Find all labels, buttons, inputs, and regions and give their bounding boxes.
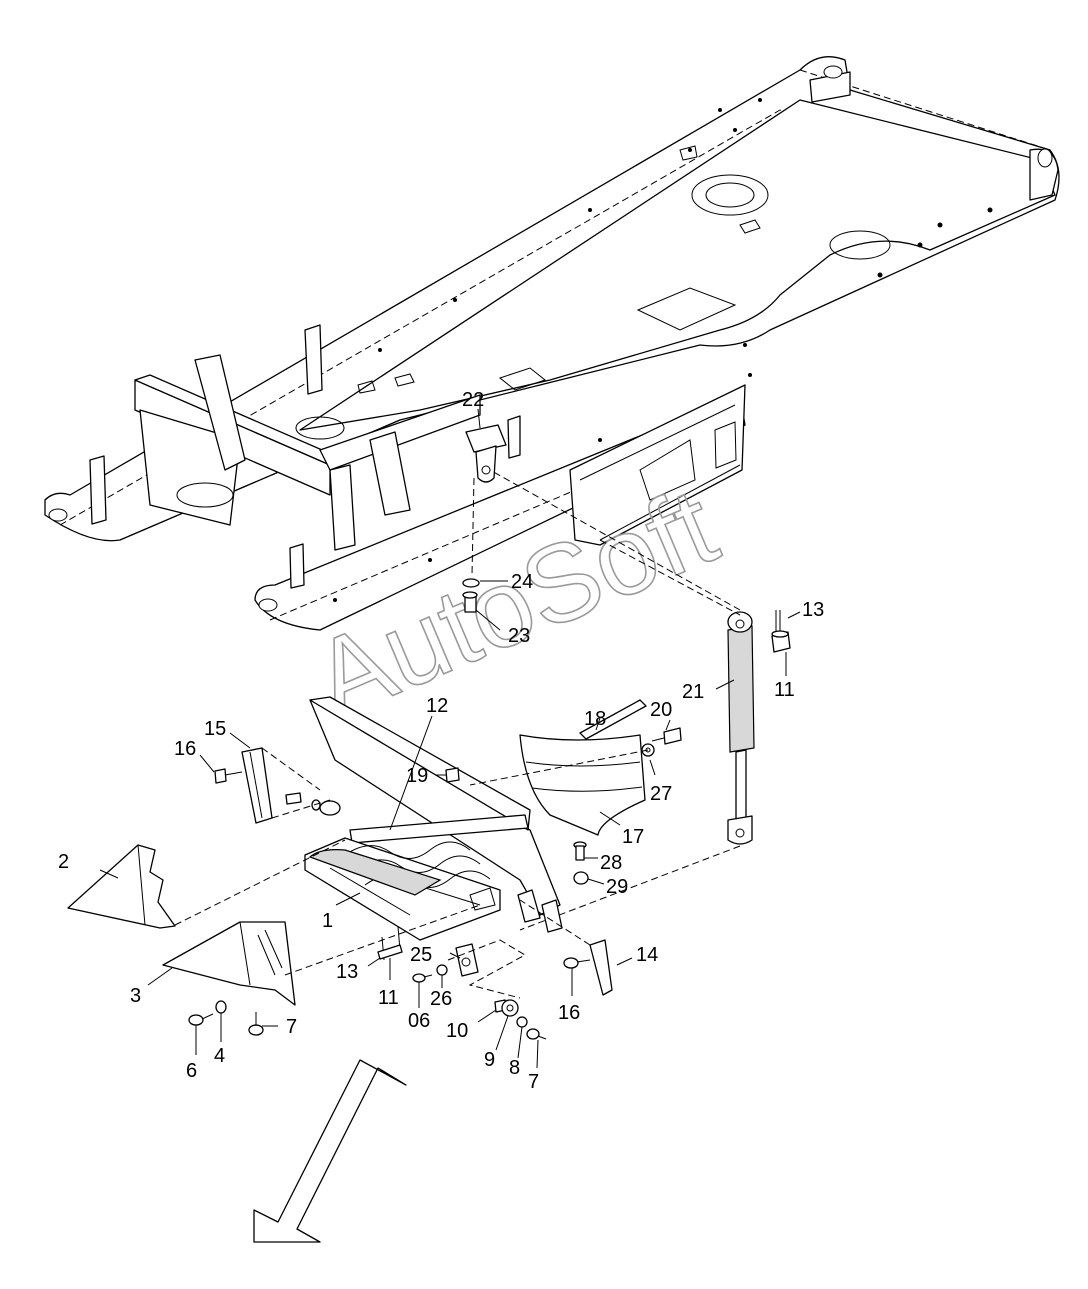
part-15-guide-plate [241,747,273,824]
callout-11-lower: 11 [378,987,399,1009]
part-25-hinge-bracket [455,943,479,977]
callout-06: 06 [408,1010,430,1032]
part-24-washer [462,578,480,588]
callout-14: 14 [636,944,658,966]
callout-26: 26 [430,988,452,1010]
part-20-bolt [651,727,682,745]
part-9-bushing [501,999,519,1017]
callout-labels: 1 2 3 4 6 06 7 7 8 9 10 11 11 12 13 13 1… [58,389,824,1093]
callout-13-upper: 13 [802,599,824,621]
part-1-tray-assembly [304,696,563,941]
part-16-bolt-right [563,957,591,969]
callout-28: 28 [600,852,622,874]
part-7-bolt-left [248,1012,264,1036]
part-2-side-guide [67,844,176,929]
part-4-washer [215,1000,227,1014]
part-06-bolt [412,973,433,983]
part-16-bolt-left [214,768,243,784]
callout-16-left: 16 [174,738,196,760]
leader-lines [99,408,801,1069]
callout-17: 17 [622,826,644,848]
callout-8: 8 [509,1057,520,1079]
callout-29: 29 [606,876,628,898]
callout-25: 25 [410,944,432,966]
part-11-pin-lower [377,944,403,960]
part-17-deflector-plate [519,734,646,836]
part-28-bolt [573,841,587,861]
callout-15: 15 [204,718,226,740]
callout-22: 22 [462,389,484,411]
callout-27: 27 [650,783,672,805]
part-7-bolt-right [526,1028,547,1040]
callout-2: 2 [58,851,69,873]
callout-23: 23 [508,625,530,647]
part-6-bolt [188,1013,214,1026]
callout-4: 4 [214,1045,225,1067]
callout-18: 18 [584,708,606,730]
direction-arrow-icon [253,1059,407,1243]
callout-9: 9 [484,1049,495,1071]
part-26-washer [436,964,448,976]
part-23-bolt [462,591,478,613]
callout-16-right: 16 [558,1002,580,1024]
part-13-split-pin-upper [775,610,781,632]
callout-10: 10 [446,1020,468,1042]
callout-12: 12 [426,695,448,717]
callout-19: 19 [406,765,428,787]
part-3-side-guide [162,921,296,1006]
callout-7-right: 7 [528,1071,539,1093]
callout-21: 21 [682,681,704,703]
callout-3: 3 [130,985,141,1007]
callout-1: 1 [322,910,333,932]
part-flange-nut [285,792,341,816]
chassis-frame [44,56,1060,631]
callout-24: 24 [511,571,533,593]
callout-20: 20 [650,699,672,721]
callout-6: 6 [186,1060,197,1082]
part-22-mounting-bracket [465,424,507,483]
part-29-nut [573,871,589,885]
part-21-gas-strut [727,611,755,845]
part-11-pin-upper [771,630,791,653]
callout-11-upper: 11 [774,679,795,701]
part-8-washer [516,1016,528,1028]
callout-13-lower: 13 [336,961,358,983]
part-14-latch-plate [589,939,613,996]
callout-7-left: 7 [286,1016,297,1038]
part-19-nut [445,767,460,783]
